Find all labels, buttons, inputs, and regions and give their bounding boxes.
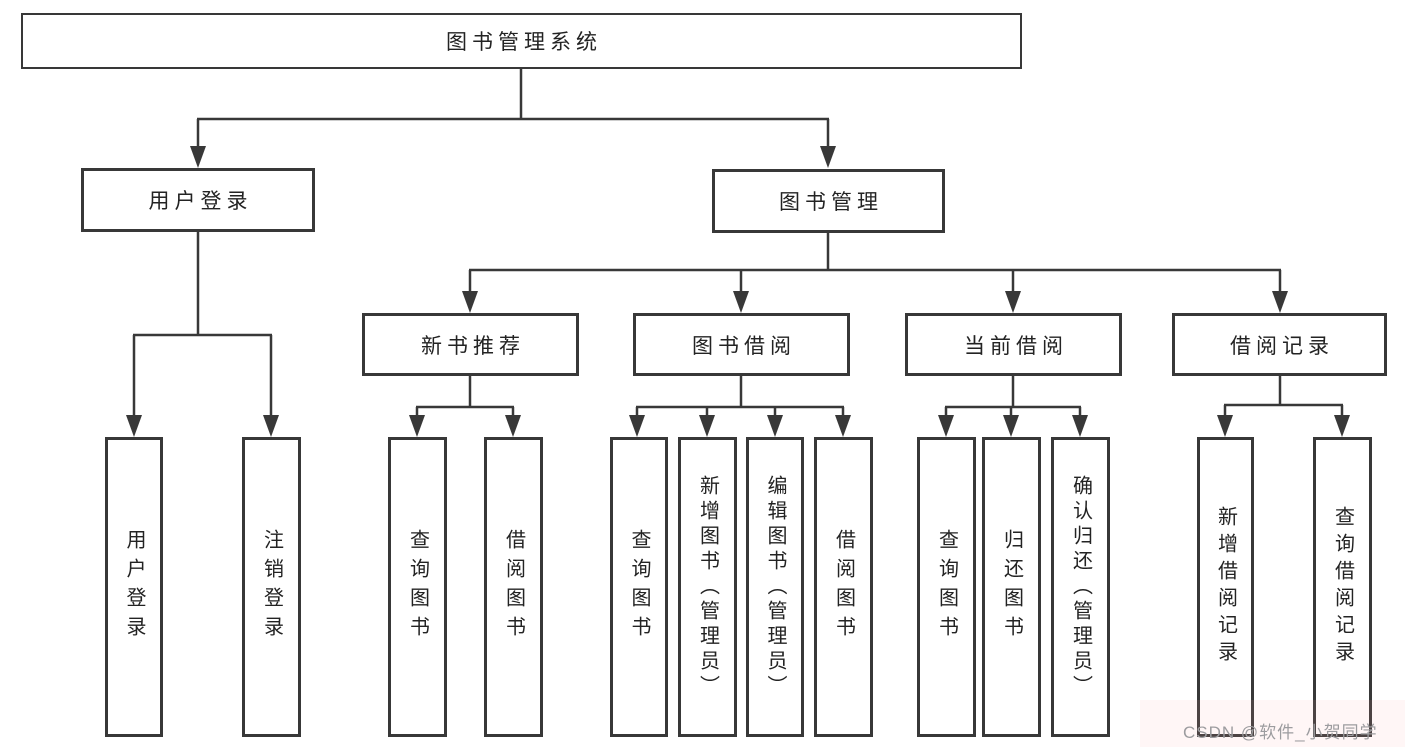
leaf-logout: 注销登录: [242, 437, 301, 737]
leaf-borrowing-edit-book-admin: 编辑图书（管理员）: [746, 437, 804, 737]
leaf-label: 借阅图书: [502, 529, 525, 645]
leaf-label: 新增借阅记录: [1214, 506, 1237, 668]
node-new-book-recommend: 新书推荐: [362, 313, 579, 376]
watermark-text: CSDN @软件_小贺同学: [1183, 723, 1378, 742]
leaf-current-return-book: 归还图书: [982, 437, 1041, 737]
leaf-user-login: 用户登录: [105, 437, 163, 737]
leaf-borrowing-borrow-book: 借阅图书: [814, 437, 873, 737]
leaf-label: 查询借阅记录: [1331, 506, 1354, 668]
leaf-label: 查询图书: [406, 529, 429, 645]
connector-records-to-leaves: [1217, 376, 1350, 437]
node-library-management-system: 图书管理系统: [21, 13, 1022, 69]
leaf-current-query-book: 查询图书: [917, 437, 976, 737]
node-label: 图书借阅: [692, 334, 796, 358]
node-user-login: 用户登录: [81, 168, 315, 232]
node-label: 图书管理: [779, 191, 883, 214]
connector-current-to-leaves: [938, 376, 1088, 437]
leaf-label: 用户登录: [123, 529, 145, 645]
leaf-label: 查询图书: [628, 529, 650, 645]
connector-borrowing-to-leaves: [629, 376, 851, 437]
leaf-records-query-record: 查询借阅记录: [1313, 437, 1372, 737]
leaf-label: 确认归还（管理员）: [1069, 474, 1092, 700]
leaf-recommend-borrow-book: 借阅图书: [484, 437, 543, 737]
leaf-borrowing-query-book: 查询图书: [610, 437, 668, 737]
leaf-label: 注销登录: [260, 529, 283, 645]
leaf-recommend-query-book: 查询图书: [388, 437, 447, 737]
connector-recommend-to-leaves: [409, 376, 521, 437]
node-book-management: 图书管理: [712, 169, 945, 233]
node-label: 图书管理系统: [446, 31, 602, 54]
node-label: 当前借阅: [964, 334, 1068, 358]
connector-root-to-level2: [190, 69, 836, 168]
connector-book-management-to-level3: [462, 233, 1288, 313]
leaf-records-add-record: 新增借阅记录: [1197, 437, 1254, 737]
node-current-borrowing: 当前借阅: [905, 313, 1122, 376]
node-book-borrowing: 图书借阅: [633, 313, 850, 376]
leaf-label: 借阅图书: [832, 529, 855, 645]
leaf-label: 查询图书: [935, 529, 958, 645]
leaf-label: 编辑图书（管理员）: [764, 474, 786, 700]
leaf-label: 归还图书: [1000, 529, 1023, 645]
node-label: 用户登录: [148, 190, 253, 213]
connector-user-login-to-leaves: [126, 232, 279, 437]
node-label: 新书推荐: [421, 334, 525, 358]
leaf-borrowing-add-book-admin: 新增图书（管理员）: [678, 437, 737, 737]
node-label: 借阅记录: [1230, 334, 1334, 358]
leaf-current-confirm-return-admin: 确认归还（管理员）: [1051, 437, 1110, 737]
node-borrowing-records: 借阅记录: [1172, 313, 1387, 376]
leaf-label: 新增图书（管理员）: [696, 474, 719, 700]
